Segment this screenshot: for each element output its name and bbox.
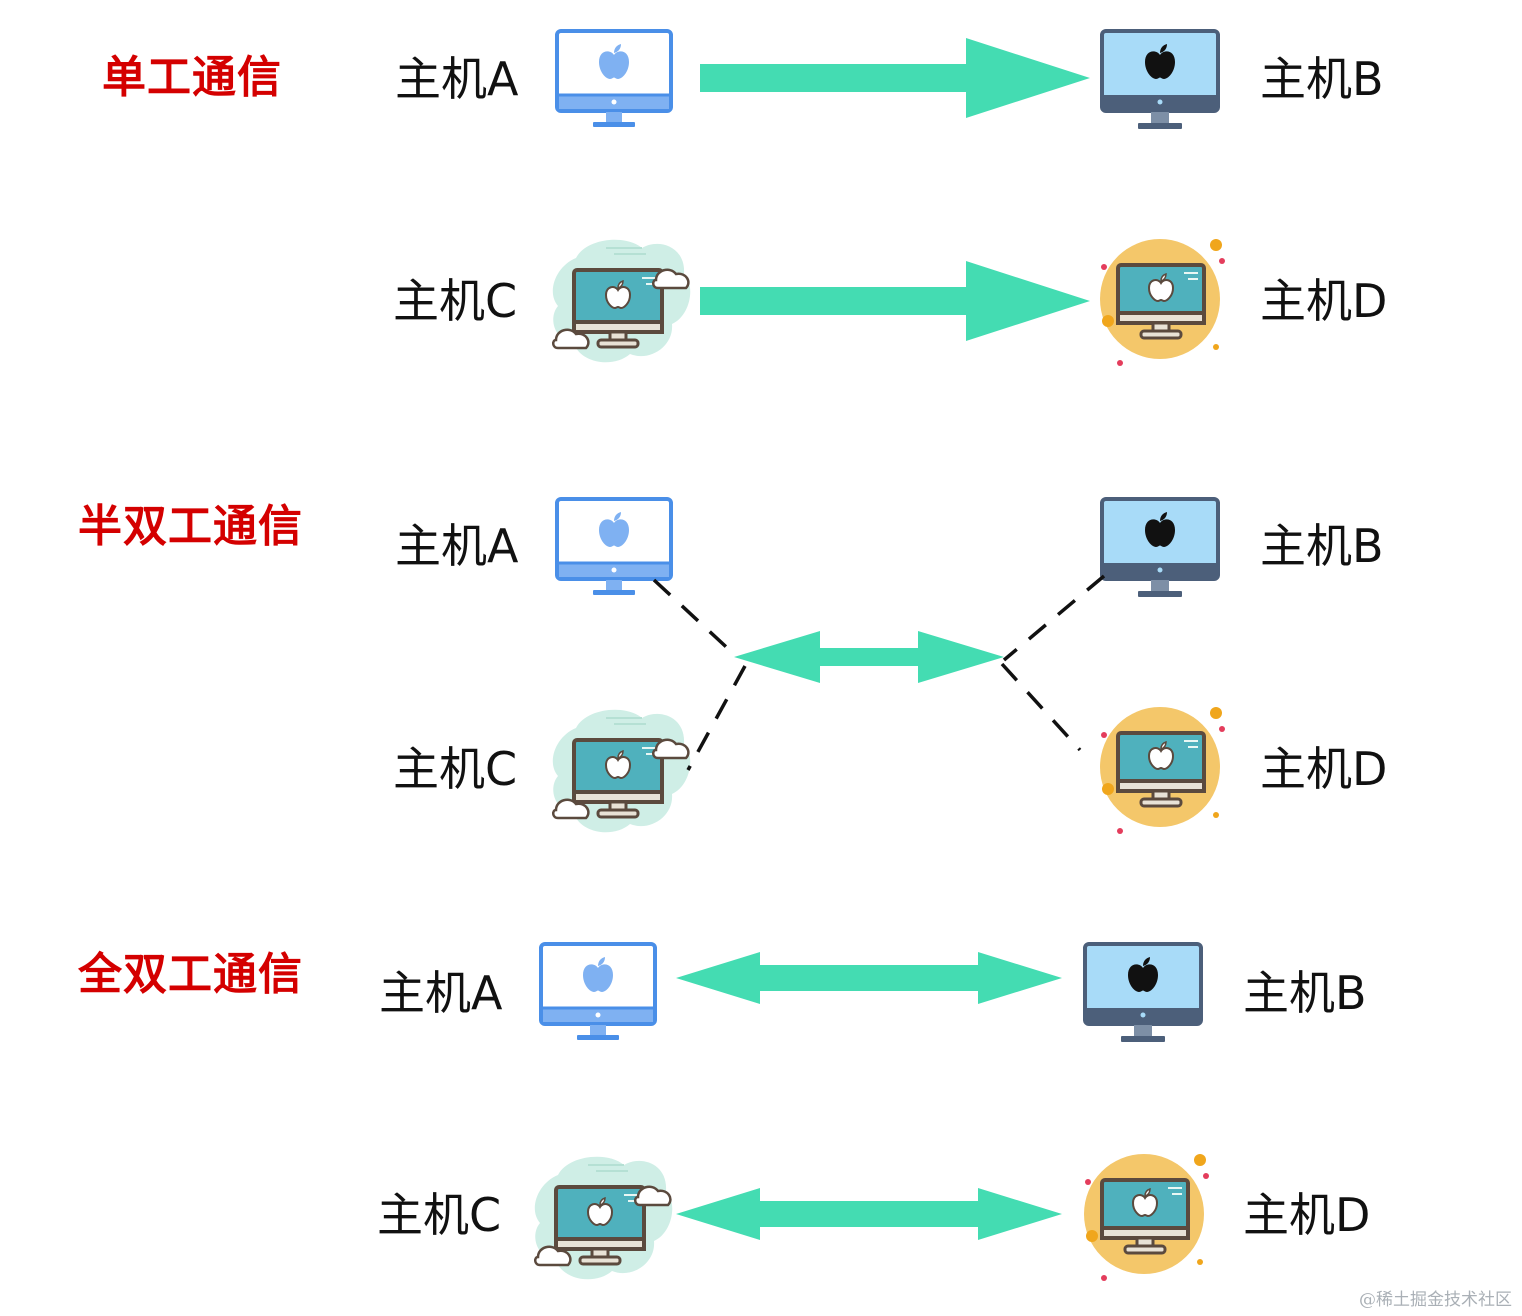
host-label-d: 主机D	[1260, 274, 1388, 328]
computer-icon	[1083, 942, 1203, 1044]
computer-icon	[539, 942, 657, 1042]
connector-b	[1002, 574, 1106, 662]
computer-icon	[1098, 237, 1227, 368]
half-duplex-arrow	[734, 631, 1004, 683]
host-label-b: 主机B	[1260, 519, 1384, 573]
computer-icon	[550, 237, 693, 365]
host-label-a: 主机A	[395, 52, 519, 106]
half-duplex-connectors	[652, 574, 1106, 771]
section-title-simplex: 单工通信	[102, 52, 282, 103]
host-label-d: 主机D	[1260, 742, 1388, 796]
host-label-c: 主机C	[393, 742, 518, 796]
watermark: @稀土掘金技术社区	[1359, 1290, 1512, 1310]
computer-icon	[1100, 29, 1220, 131]
computer-icon	[1082, 1152, 1211, 1283]
host-label-c: 主机C	[393, 274, 518, 328]
host-label-d: 主机D	[1243, 1188, 1371, 1242]
section-title-half-duplex: 半双工通信	[78, 501, 303, 552]
host-label-c: 主机C	[377, 1188, 502, 1242]
computer-icon	[1100, 497, 1220, 599]
connector-a	[652, 578, 738, 658]
host-label-b: 主机B	[1243, 966, 1367, 1020]
computer-icon	[1098, 705, 1227, 836]
simplex-arrow-ab	[700, 38, 1090, 118]
host-label-a: 主机A	[379, 966, 503, 1020]
host-label-b: 主机B	[1260, 52, 1384, 106]
section-title-full-duplex: 全双工通信	[78, 949, 303, 1000]
full-duplex-arrow-ab	[676, 952, 1062, 1004]
connector-c	[686, 665, 747, 771]
host-label-a: 主机A	[395, 519, 519, 573]
computer-icon	[550, 707, 693, 835]
simplex-arrow-cd	[700, 261, 1090, 341]
connector-d	[1000, 662, 1082, 752]
computer-icon	[555, 29, 673, 129]
full-duplex-arrow-cd	[676, 1188, 1062, 1240]
computer-icon	[532, 1154, 675, 1282]
